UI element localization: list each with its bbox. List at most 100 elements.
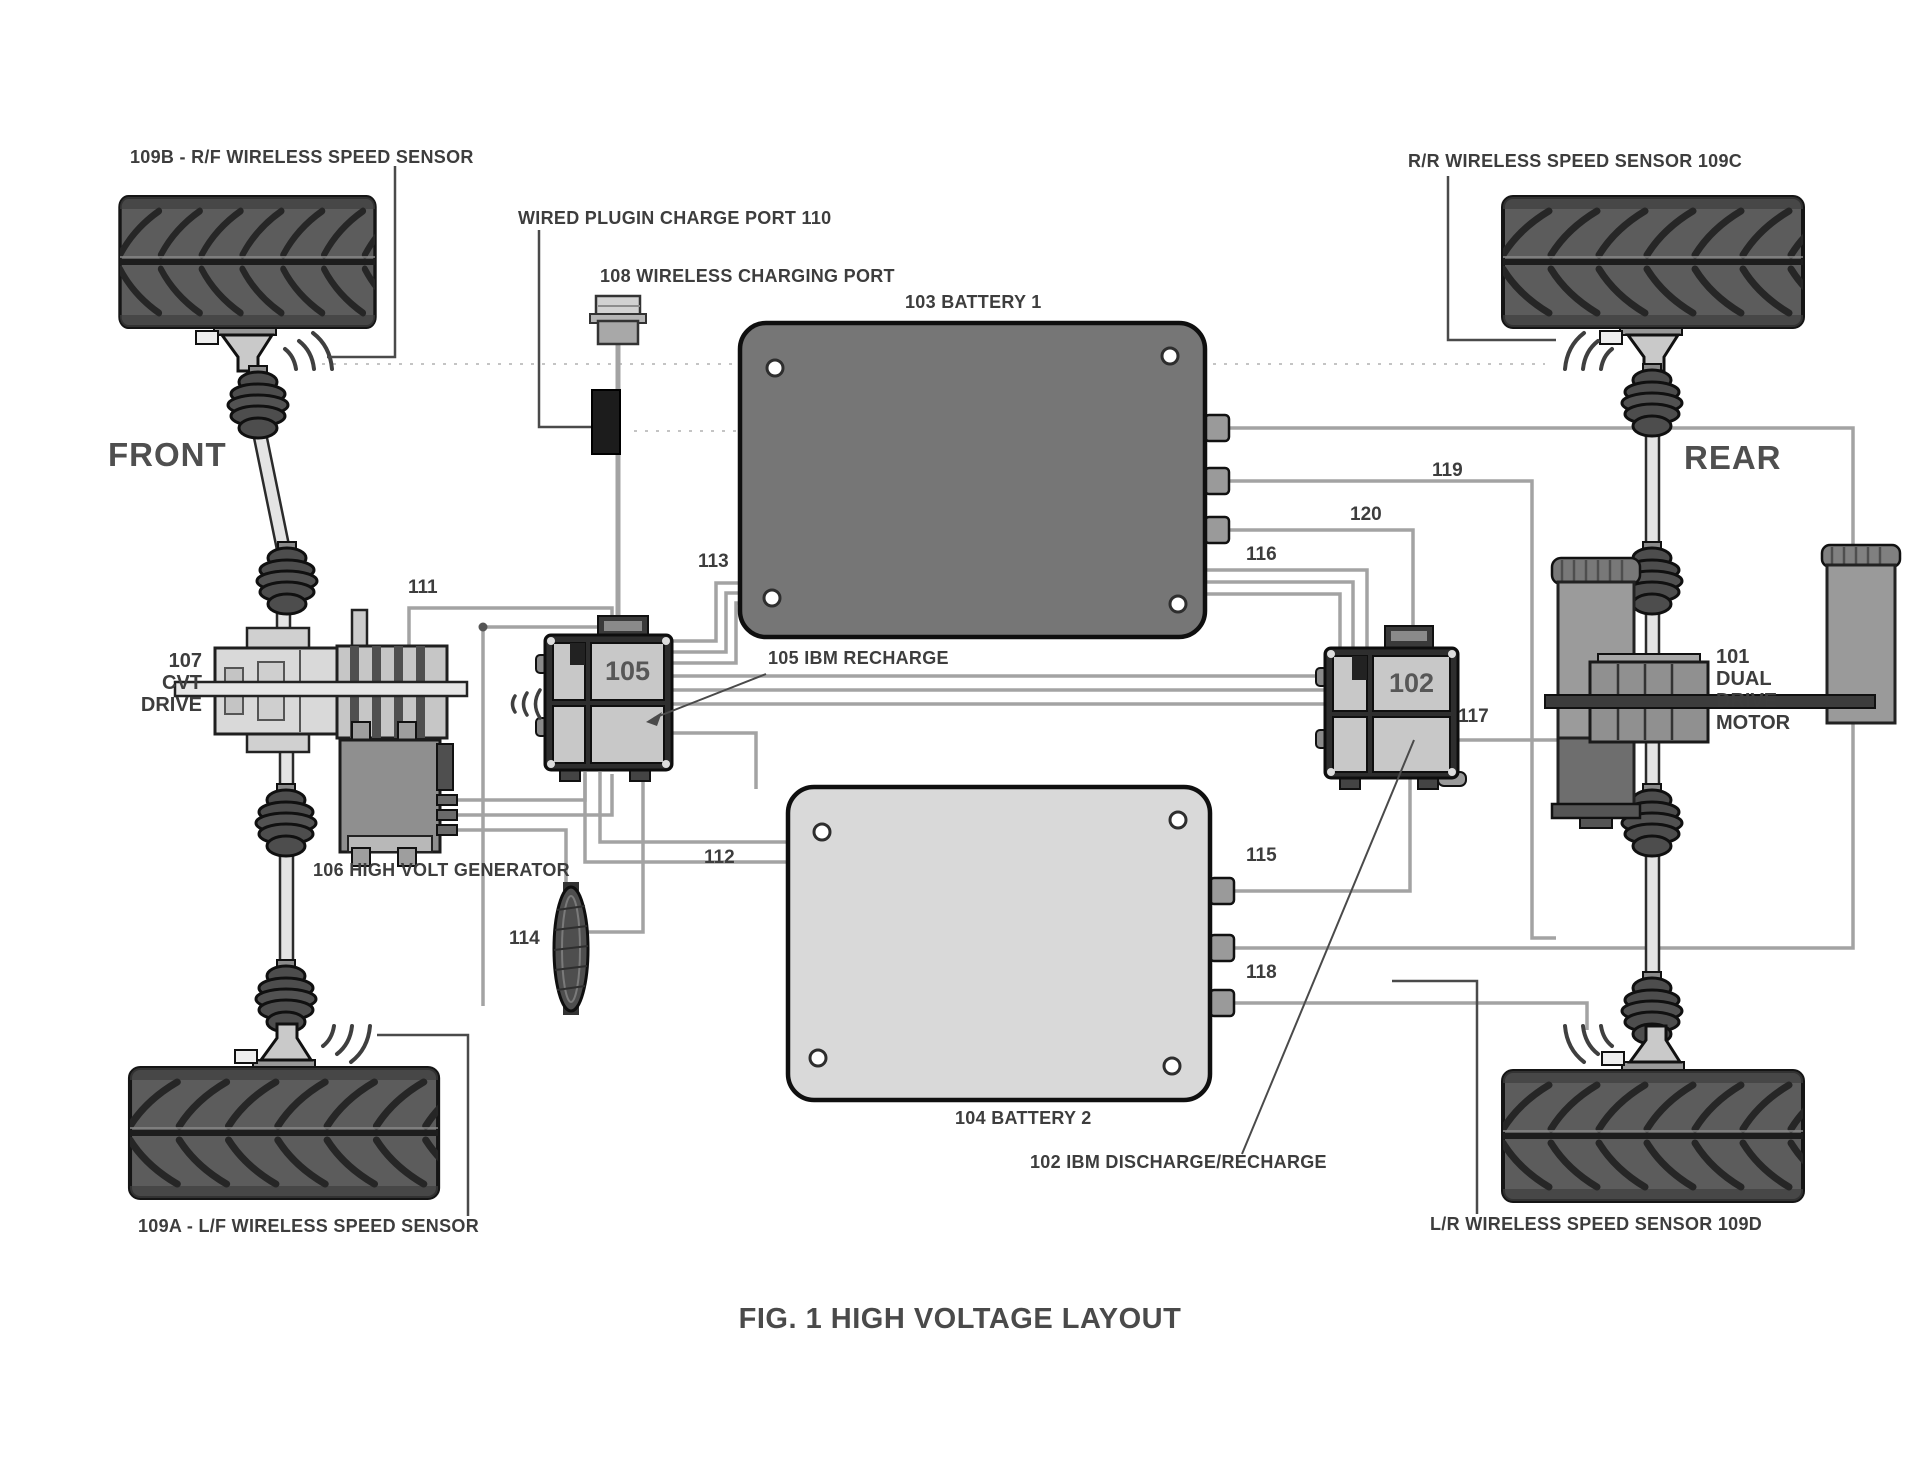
label-rear: REAR (1684, 439, 1782, 476)
ibm-recharge-unit-105 (535, 615, 674, 782)
speed-sensor-front-left (195, 330, 219, 345)
wire-label-120: 120 (1350, 504, 1382, 525)
wire-116-b (1167, 580, 1355, 648)
wire-battery2-right-bus (1233, 723, 1855, 950)
leader-105-ibm (653, 673, 767, 719)
cv-boot (254, 958, 318, 1034)
figure-caption: FIG. 1 HIGH VOLTAGE LAYOUT (738, 1303, 1182, 1335)
label-dual-drive-motor: 101 DUAL DRIVE MOTOR (1716, 646, 1790, 734)
speed-sensor-rear-right (1599, 330, 1623, 345)
wire-119 (1227, 479, 1556, 940)
tire-rear-right-upper (1503, 197, 1837, 327)
label-wireless-charge-port: 108 WIRELESS CHARGING PORT (600, 266, 895, 286)
wire-generator-a (455, 774, 587, 802)
leader-105-arrowhead (646, 712, 662, 726)
battery1-103 (737, 320, 1231, 640)
label-motor-line2: DUAL (1716, 668, 1772, 690)
unit105-ref-text: 105 (604, 656, 651, 686)
rotor-disc-114 (552, 882, 590, 1015)
cv-boot (254, 782, 318, 858)
wire-112-b (583, 772, 790, 864)
wire-116-c (1174, 592, 1342, 648)
cvt-drive-107 (173, 608, 469, 754)
wire-label-117: 117 (1458, 706, 1489, 727)
wire-112-a (598, 772, 790, 844)
signal-arcs-left-rear-wheel (1563, 1024, 1614, 1064)
label-motor-line3: DRIVE (1716, 690, 1778, 712)
label-cvt-drive: 107 CVT DRIVE (116, 650, 202, 716)
label-ibm-recharge: 105 IBM RECHARGE (768, 648, 949, 668)
signal-arcs-front-left-wheel (283, 331, 334, 371)
generator-connector-block (436, 743, 454, 791)
front-axle-shaft-upper (250, 426, 292, 552)
label-sensor-rf: 109B - R/F WIRELESS SPEED SENSOR (130, 147, 474, 167)
label-sensor-lr: L/R WIRELESS SPEED SENSOR 109D (1430, 1214, 1763, 1234)
wire-112-c (672, 731, 758, 789)
dual-drive-motor-101 (1544, 543, 1902, 829)
wire-battery1-right-bus (1227, 426, 1855, 551)
label-wired-charge-port: WIRED PLUGIN CHARGE PORT 110 (518, 208, 832, 228)
speed-sensor-left-rear (1601, 1051, 1625, 1066)
label-cvt-line3: DRIVE (140, 694, 202, 716)
wire-115 (1233, 778, 1412, 893)
cv-boot (255, 540, 319, 616)
label-sensor-lf: 109A - L/F WIRELESS SPEED SENSOR (138, 1216, 479, 1236)
wire-label-113: 113 (698, 551, 729, 572)
leader-109d (1392, 979, 1479, 1214)
label-cvt-ref: 107 (168, 650, 202, 672)
wired-plugin-charge-port-110 (591, 389, 621, 455)
signal-arcs-unit105 (510, 688, 542, 720)
signal-arcs-left-front-lower-wheel (321, 1024, 372, 1064)
cv-boot (226, 364, 290, 440)
label-cvt-line2: CVT (162, 672, 202, 694)
tire-rear-right-lower (1503, 1071, 1837, 1201)
wire-118 (1233, 1001, 1589, 1030)
wire-label-119: 119 (1432, 460, 1463, 481)
high-volt-generator-106 (338, 721, 458, 867)
label-leader-lines (327, 166, 1556, 1216)
wire-116-a (1160, 568, 1369, 648)
wireless-charging-port-108 (589, 294, 647, 346)
wire-120 (1227, 528, 1415, 645)
label-motor-line4: MOTOR (1716, 712, 1791, 734)
unit102-ref-text: 102 (1388, 668, 1435, 698)
hub-rear-right-upper (1599, 325, 1683, 373)
tire-front-left-lower (130, 1068, 473, 1198)
wire-junction-dot (478, 622, 488, 632)
wire-label-112: 112 (704, 847, 735, 868)
wire-generator-b (455, 774, 614, 817)
label-motor-ref: 101 (1716, 646, 1750, 668)
label-battery1: 103 BATTERY 1 (905, 292, 1042, 312)
wire-114-to-unit (588, 774, 645, 934)
cvt-through-shaft (173, 680, 469, 698)
label-sensor-rr: R/R WIRELESS SPEED SENSOR 109C (1408, 151, 1743, 171)
speed-sensor-left-front-lower (234, 1049, 258, 1064)
wire-generator-c (455, 828, 568, 886)
label-generator: 106 HIGH VOLT GENERATOR (313, 860, 570, 880)
rear-axle-cross-bar (1544, 694, 1876, 709)
signal-arcs-rear-right-wheel (1563, 331, 1614, 371)
leader-109c (1446, 176, 1556, 342)
leader-109b (327, 166, 397, 359)
label-battery2: 104 BATTERY 2 (955, 1108, 1092, 1128)
front-axle-shaft-lower (278, 851, 295, 973)
battery2-104 (785, 784, 1236, 1103)
wire-label-118: 118 (1246, 962, 1277, 983)
ibm-discharge-recharge-unit-102 (1315, 625, 1467, 790)
tire-front-left (120, 197, 404, 327)
label-ibm-discharge: 102 IBM DISCHARGE/RECHARGE (1030, 1152, 1327, 1172)
wireless-signal-arcs (283, 331, 1614, 1064)
wire-label-115: 115 (1246, 845, 1277, 866)
cv-boot (1620, 362, 1684, 438)
leader-109a (377, 1033, 470, 1216)
hub-rear-of-front-left (234, 1022, 316, 1070)
leader-102-ibm (1241, 739, 1415, 1155)
wire-label-114: 114 (509, 928, 540, 949)
wire-label-111: 111 (408, 577, 438, 598)
leader-110 (537, 230, 591, 429)
wire-label-116: 116 (1246, 544, 1277, 565)
front-axle-assembly (195, 325, 319, 1070)
hub-front-left (195, 325, 277, 373)
